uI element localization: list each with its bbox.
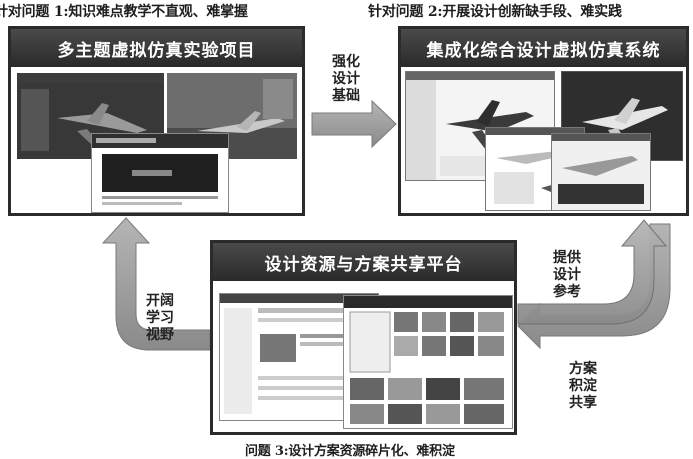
screenshot-cad-window-4	[551, 133, 651, 211]
panel-virtual-experiments: 多主题虚拟仿真实验项目	[8, 26, 305, 216]
panel-title: 多主题虚拟仿真实验项目	[11, 29, 302, 67]
panel-title: 集成化综合设计虚拟仿真系统	[401, 29, 686, 67]
screenshot-design-gallery	[343, 295, 513, 429]
screenshot-experiment-portal	[91, 133, 229, 213]
arrow-left-to-right	[312, 101, 396, 147]
panel-title: 设计资源与方案共享平台	[213, 243, 514, 281]
panel-sharing-platform: 设计资源与方案共享平台	[210, 240, 517, 435]
arrow-label-left-to-right: 强化 设计 基础	[332, 54, 360, 105]
arrow-label-bottom-to-left: 开阔 学习 视野	[146, 293, 174, 344]
arrow-label-bottom-to-right: 方案 积淀 共享	[569, 361, 597, 412]
panel-integrated-design-system: 集成化综合设计虚拟仿真系统	[398, 26, 689, 216]
arrow-label-right-to-bottom: 提供 设计 参考	[553, 250, 581, 301]
arrow-bottom-to-right	[518, 220, 666, 324]
